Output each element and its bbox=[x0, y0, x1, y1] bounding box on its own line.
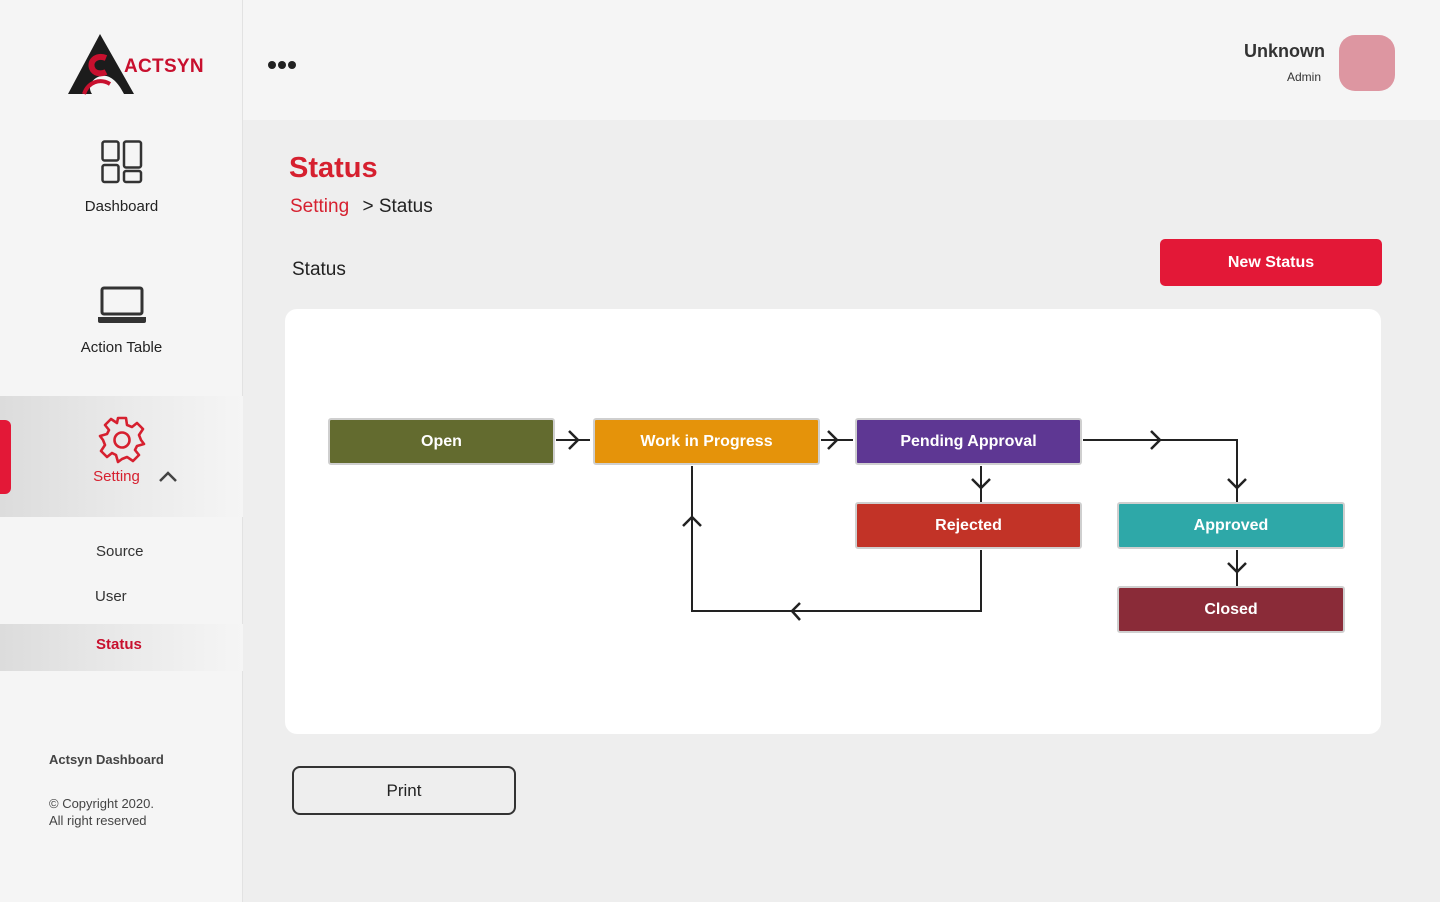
section-label: Status bbox=[292, 259, 346, 280]
gear-icon bbox=[98, 416, 145, 464]
logo-text: ACTSYN bbox=[124, 56, 204, 77]
more-horizontal-icon[interactable] bbox=[266, 58, 300, 72]
connector-line bbox=[691, 466, 982, 612]
sidebar-item-label: Setting bbox=[93, 468, 140, 485]
workflow-connectors bbox=[556, 430, 1247, 621]
footer-title: Actsyn Dashboard bbox=[49, 752, 164, 767]
print-button[interactable]: Print bbox=[292, 766, 516, 815]
arrow-right-icon bbox=[1150, 430, 1162, 450]
new-status-button[interactable]: New Status bbox=[1160, 239, 1382, 286]
sidebar: ACTSYN Dashboard Action Table Setting bbox=[0, 0, 243, 902]
page-title: Status bbox=[289, 152, 378, 184]
submenu-item-source[interactable]: Source bbox=[96, 543, 144, 560]
sidebar-item-label: Dashboard bbox=[84, 198, 159, 215]
status-node-approved[interactable]: Approved bbox=[1117, 502, 1345, 549]
status-node-pending-approval[interactable]: Pending Approval bbox=[855, 418, 1082, 465]
breadcrumb-current: Status bbox=[378, 196, 433, 217]
submenu-item-status-row[interactable] bbox=[0, 624, 243, 671]
submenu-item-status[interactable]: Status bbox=[96, 636, 142, 653]
breadcrumb: Setting > Status bbox=[290, 196, 433, 218]
actsyn-logo[interactable]: ACTSYN bbox=[66, 32, 204, 98]
arrow-left-icon bbox=[790, 602, 801, 621]
arrow-right-icon bbox=[827, 430, 839, 450]
connector-line bbox=[1083, 439, 1238, 502]
status-node-label: Rejected bbox=[935, 516, 1002, 534]
arrow-down-icon bbox=[971, 478, 991, 490]
status-node-label: Work in Progress bbox=[640, 432, 773, 450]
breadcrumb-separator: > bbox=[362, 196, 374, 217]
submenu-item-user[interactable]: User bbox=[95, 588, 127, 605]
status-node-rejected[interactable]: Rejected bbox=[855, 502, 1082, 549]
setting-label-row: Setting bbox=[0, 468, 243, 485]
user-role: Admin bbox=[1286, 70, 1321, 84]
copyright-line: All right reserved bbox=[49, 813, 147, 828]
active-indicator bbox=[0, 420, 11, 494]
sidebar-item-dashboard[interactable]: Dashboard bbox=[0, 140, 243, 230]
sidebar-item-action-table[interactable]: Action Table bbox=[0, 285, 243, 365]
status-node-closed[interactable]: Closed bbox=[1117, 586, 1345, 633]
breadcrumb-link-setting[interactable]: Setting bbox=[290, 196, 350, 217]
arrow-up-icon bbox=[682, 515, 702, 527]
sidebar-item-setting[interactable]: Setting bbox=[0, 396, 243, 517]
chevron-up-icon[interactable] bbox=[158, 470, 178, 483]
workflow-card: Open Work in Progress Pending Approval R… bbox=[285, 309, 1381, 734]
arrow-down-icon bbox=[1227, 562, 1247, 574]
laptop-icon bbox=[97, 286, 146, 323]
sidebar-item-label: Action Table bbox=[80, 339, 163, 356]
arrow-right-icon bbox=[568, 430, 580, 450]
status-node-label: Pending Approval bbox=[900, 432, 1037, 450]
top-header: Unknown Admin bbox=[243, 0, 1440, 120]
status-node-label: Approved bbox=[1193, 516, 1269, 534]
status-node-label: Open bbox=[421, 432, 462, 450]
status-node-work-in-progress[interactable]: Work in Progress bbox=[593, 418, 820, 465]
status-node-open[interactable]: Open bbox=[328, 418, 555, 465]
dashboard-grid-icon bbox=[100, 140, 142, 184]
user-name: Unknown bbox=[1244, 41, 1325, 61]
footer-copyright: © Copyright 2020. All right reserved bbox=[49, 795, 154, 829]
logo-mark-icon bbox=[68, 34, 134, 95]
arrow-down-icon bbox=[1227, 478, 1247, 490]
copyright-line: © Copyright 2020. bbox=[49, 796, 154, 811]
status-node-label: Closed bbox=[1204, 600, 1258, 618]
avatar[interactable] bbox=[1339, 35, 1395, 91]
